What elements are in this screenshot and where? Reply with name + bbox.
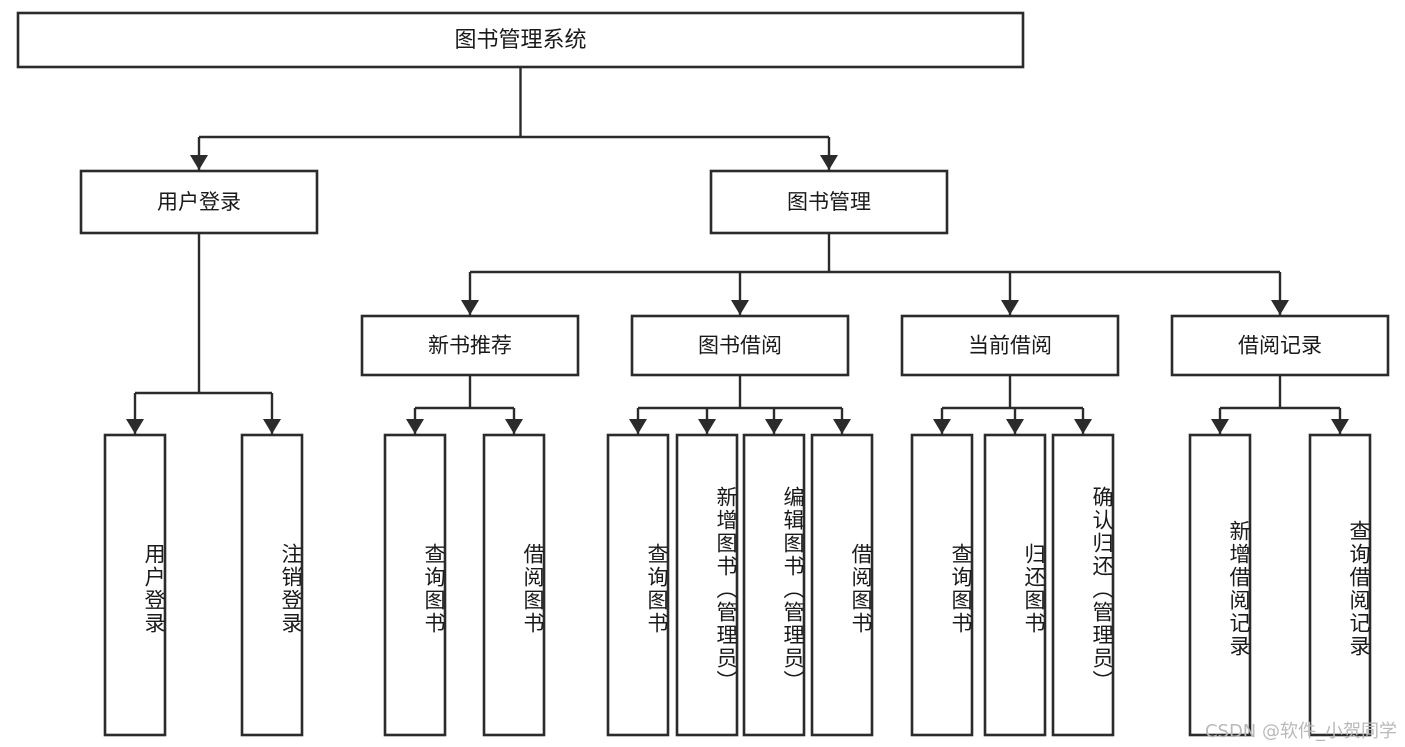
arrow-head bbox=[698, 419, 716, 434]
node-box-leaf-confirm-return-admin[interactable] bbox=[1051, 433, 1115, 737]
node-box-leaf-query-book-borrow[interactable] bbox=[606, 433, 670, 737]
arrow-head bbox=[629, 419, 647, 434]
arrow-head bbox=[126, 419, 144, 434]
node-label-book-manage: 图书管理 bbox=[787, 190, 871, 214]
node-label-current-borrow: 当前借阅 bbox=[968, 334, 1052, 358]
arrow-head bbox=[406, 419, 424, 434]
csdn-watermark: CSDN @软件_小贺同学 bbox=[1204, 721, 1397, 742]
node-box-leaf-logout[interactable] bbox=[240, 433, 304, 737]
arrow-head bbox=[1001, 300, 1019, 315]
node-box-leaf-query-book-rec[interactable] bbox=[383, 433, 447, 737]
arrow-head bbox=[833, 419, 851, 434]
node-label-root: 图书管理系统 bbox=[454, 28, 586, 53]
arrow-head bbox=[820, 155, 838, 170]
node-box-leaf-add-book-admin[interactable] bbox=[675, 433, 739, 737]
arrow-head bbox=[933, 419, 951, 434]
arrow-head bbox=[461, 300, 479, 315]
node-box-book-manage[interactable] bbox=[709, 169, 949, 235]
node-box-leaf-user-login[interactable] bbox=[103, 433, 167, 737]
node-box-leaf-edit-book-admin[interactable] bbox=[742, 433, 806, 737]
node-box-borrow-record[interactable] bbox=[1170, 314, 1390, 377]
arrow-head bbox=[1271, 300, 1289, 315]
node-label-user-login: 用户登录 bbox=[157, 190, 241, 214]
arrow-head bbox=[263, 419, 281, 434]
node-box-root[interactable] bbox=[16, 11, 1025, 69]
node-box-book-borrow[interactable] bbox=[630, 314, 850, 377]
node-box-leaf-add-record[interactable] bbox=[1188, 433, 1252, 737]
node-box-leaf-return-book[interactable] bbox=[983, 433, 1047, 737]
node-box-new-book-recommend[interactable] bbox=[360, 314, 580, 377]
arrow-head bbox=[190, 155, 208, 170]
arrow-head bbox=[1006, 419, 1024, 434]
node-box-leaf-borrow-book[interactable] bbox=[810, 433, 874, 737]
arrow-head bbox=[765, 419, 783, 434]
box-layer bbox=[16, 11, 1390, 737]
node-label-book-borrow: 图书借阅 bbox=[698, 334, 782, 358]
node-box-user-login[interactable] bbox=[79, 169, 319, 235]
arrow-head bbox=[1074, 419, 1092, 434]
arrow-head bbox=[505, 419, 523, 434]
arrow-head bbox=[1211, 419, 1229, 434]
node-box-current-borrow[interactable] bbox=[900, 314, 1120, 377]
node-box-leaf-query-book-cur[interactable] bbox=[910, 433, 974, 737]
node-label-borrow-record: 借阅记录 bbox=[1238, 334, 1322, 358]
arrow-head bbox=[731, 300, 749, 315]
node-box-leaf-borrow-book-rec[interactable] bbox=[482, 433, 546, 737]
node-label-new-book-recommend: 新书推荐 bbox=[428, 334, 512, 358]
connector-layer bbox=[126, 67, 1349, 434]
node-box-leaf-query-record[interactable] bbox=[1308, 433, 1372, 737]
arrow-head bbox=[1331, 419, 1349, 434]
